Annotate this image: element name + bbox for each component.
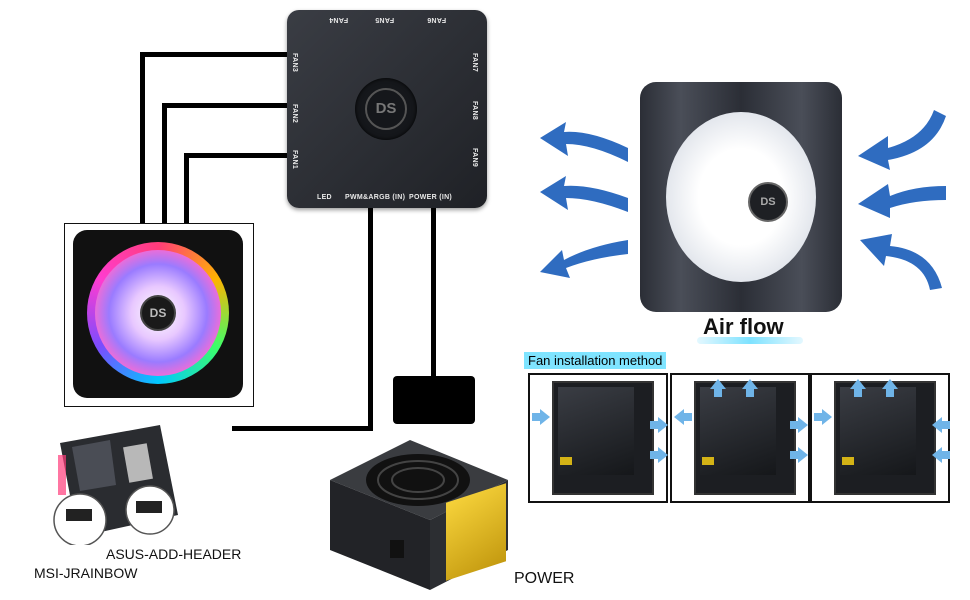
install-arrows-icon [814, 379, 950, 463]
label-pwm-argb-in: PWM&ARGB (IN) [345, 194, 406, 201]
white-fan-image: DS [640, 82, 842, 312]
wire-fan2 [162, 103, 287, 108]
rgb-fan-blades: DS [95, 250, 221, 376]
airflow-in-arrows-icon [858, 110, 946, 290]
rgb-fan-ring: DS [87, 242, 229, 384]
port-label-fan1: FAN1 [291, 149, 299, 170]
motherboard-image [50, 425, 180, 547]
install-arrows-icon [674, 379, 808, 463]
port-label-fan6: FAN6 [427, 16, 447, 23]
pc-case-image [834, 381, 936, 495]
label-led: LED [317, 194, 332, 201]
port-label-fan2: FAN2 [291, 103, 299, 124]
port-label-fan4: FAN4 [329, 16, 349, 23]
wire-power [431, 208, 436, 378]
hub-logo-badge: DS [355, 78, 417, 140]
airflow-label: Air flow [703, 314, 784, 339]
rgb-fan-image: DS [64, 223, 254, 407]
port-label-fan8: FAN8 [471, 100, 479, 121]
wire-argb [368, 208, 373, 430]
fan-hub: FAN4 FAN5 FAN6 FAN3 FAN2 FAN1 FAN7 FAN8 … [287, 10, 487, 208]
installation-title: Fan installation method [524, 352, 667, 369]
port-label-fan9: FAN9 [471, 147, 479, 168]
white-fan-blades [666, 112, 816, 282]
psu-caption: POWER [514, 570, 575, 587]
pc-case-image [694, 381, 796, 495]
install-option-2 [670, 373, 810, 503]
rgb-fan-logo: DS [140, 295, 176, 331]
port-label-fan3: FAN3 [291, 52, 299, 73]
wire-argb-motherboard [232, 426, 373, 431]
wire-fan3 [140, 52, 287, 57]
hub-logo: DS [365, 88, 407, 130]
wire-fan2-drop [162, 103, 167, 224]
install-option-1 [528, 373, 668, 503]
wire-fan3-drop [140, 52, 145, 224]
label-asus-add-header: ASUS-ADD-HEADER [106, 546, 242, 562]
install-arrows-icon [532, 409, 668, 463]
wire-fan1-drop [184, 153, 189, 224]
rgb-fan-frame: DS [73, 230, 243, 398]
white-fan-logo: DS [748, 182, 788, 222]
install-option-3 [810, 373, 950, 503]
port-label-fan7: FAN7 [471, 52, 479, 73]
airflow-underline [697, 337, 803, 344]
airflow-out-arrows-icon [540, 122, 628, 278]
pc-case-image [552, 381, 654, 495]
label-power-in: POWER (IN) [409, 194, 453, 201]
label-msi-jrainbow: MSI-JRAINBOW [34, 565, 138, 581]
power-connector [393, 376, 475, 424]
wire-fan1 [184, 153, 287, 158]
port-label-fan5: FAN5 [375, 16, 395, 23]
